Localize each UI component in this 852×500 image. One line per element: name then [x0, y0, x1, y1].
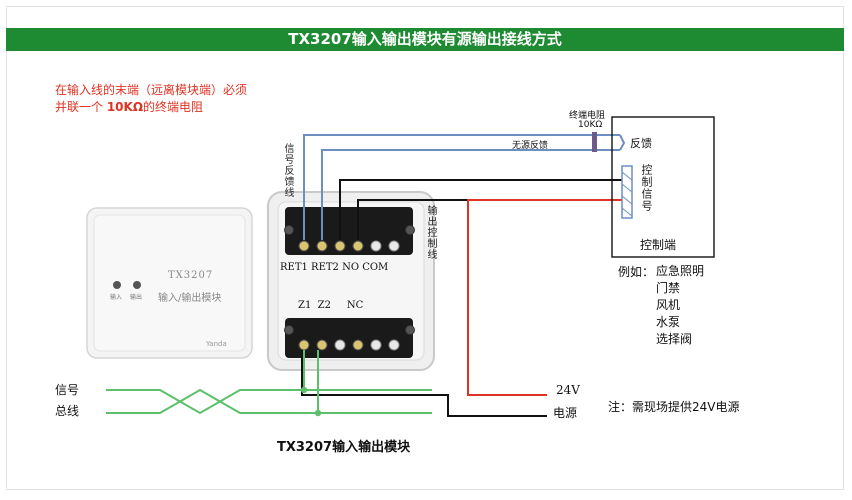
note-text-bold: 10KΩ: [106, 100, 144, 114]
note-text-after: 的终端电阻: [143, 100, 204, 114]
signal-bus-drop: [301, 350, 547, 417]
resistor-value-label: 10KΩ: [578, 120, 603, 130]
terminal-resistor-icon: [592, 132, 597, 152]
power-wire: [467, 199, 624, 396]
module-model-text: TX3207: [168, 270, 214, 281]
diagram-frame: [6, 6, 844, 490]
module-device-illustration: [86, 207, 253, 359]
signal-feedback-line-label: 信号反馈线: [282, 143, 293, 198]
feedback-wires: [303, 134, 626, 240]
bus-label-signal: 信号: [55, 383, 80, 397]
feedback-label: 反馈: [630, 137, 652, 150]
example-item: 选择阀: [656, 332, 693, 346]
passive-feedback-label: 无源反馈: [512, 141, 549, 151]
power-voltage-label: 24V: [556, 383, 580, 397]
control-end-label: 控制端: [640, 238, 677, 252]
terminal-resistor-note: 在输入线的末端（远离模块端）必须并联一个 10KΩ的终端电阻: [55, 82, 255, 116]
diagram-title: TX3207输入输出模块有源输出接线方式: [6, 28, 844, 51]
bus-junction-dots: [300, 386, 322, 417]
control-end-box: [611, 116, 715, 258]
led-input-icon: [113, 281, 121, 289]
note-text-before: 在输入线的末端（远离模块端）必须并联一个: [55, 83, 248, 114]
module-caption: TX3207输入输出模块: [277, 440, 411, 455]
examples-prefix: 例如：: [618, 265, 655, 279]
output-control-line-label: 输出控制线: [425, 205, 436, 260]
control-signal-terminal: [621, 165, 633, 219]
bus-label-bus: 总线: [55, 404, 80, 418]
examples-list: 应急照明 门禁 风机 水泵 选择阀: [656, 263, 704, 348]
terminal-base-illustration: [267, 191, 435, 371]
power-note: 注：需现场提供24V电源: [608, 400, 740, 414]
module-brand-text: Yanda: [206, 340, 227, 348]
example-item: 门禁: [656, 281, 681, 295]
bottom-terminal-labels: Z1 Z2 NC: [298, 300, 364, 311]
example-item: 水泵: [656, 315, 681, 329]
led-output-icon: [133, 281, 141, 289]
module-name-text: 输入/输出模块: [158, 293, 222, 304]
top-terminal-labels: RET1 RET2 NO COM: [280, 262, 389, 273]
led-input-label: 输入: [110, 294, 123, 301]
example-item: 应急照明: [656, 264, 705, 278]
power-label: 电源: [553, 406, 578, 420]
example-item: 风机: [656, 298, 681, 312]
led-output-label: 输出: [130, 294, 143, 301]
control-signal-label: 控制信号: [640, 164, 653, 212]
terminal-resistor-label: 终端电阻: [569, 111, 606, 121]
